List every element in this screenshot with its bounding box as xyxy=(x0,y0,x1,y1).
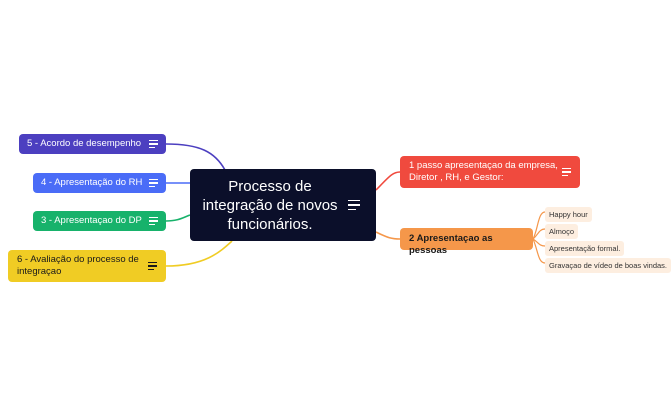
topic-apresentacao-rh[interactable]: 4 - Apresentação do RH xyxy=(33,173,166,193)
connector-5 xyxy=(165,143,226,171)
topic-label: 4 - Apresentação do RH xyxy=(41,177,143,188)
subtopic-almoco[interactable]: Almoço xyxy=(545,224,579,239)
leaf-connector-4 xyxy=(532,238,546,264)
notes-icon[interactable] xyxy=(348,200,360,210)
topic-avaliacao-processo[interactable]: 6 - Avaliação do processo de integraçao xyxy=(8,250,166,282)
central-topic-label: Processo de integração de novos funcioná… xyxy=(202,178,338,233)
leaf-connector-3 xyxy=(532,238,546,247)
notes-icon[interactable] xyxy=(149,179,158,187)
notes-icon[interactable] xyxy=(562,168,571,176)
leaf-connector-2 xyxy=(532,228,546,240)
subtopic-happy-hour[interactable]: Happy hour xyxy=(545,207,592,222)
subtopic-gravacao-video[interactable]: Gravaçao de vídeo de boas vindas. xyxy=(545,258,671,273)
topic-acordo-desempenho[interactable]: 5 - Acordo de desempenho xyxy=(19,134,166,154)
topic-apresentacao-pessoas[interactable]: 2 Apresentaçao as pessoas xyxy=(400,228,533,256)
subtopic-apresentacao-formal[interactable]: Apresentação formal. xyxy=(545,241,625,256)
notes-icon[interactable] xyxy=(149,140,158,148)
topic-apresentacao-dp[interactable]: 3 - Apresentaçao do DP xyxy=(33,211,166,231)
topic-apresentacao-empresa[interactable]: 1 passo apresentaçao da empresa, Diretor… xyxy=(400,156,580,188)
topic-label: 3 - Apresentaçao do DP xyxy=(41,215,142,226)
topic-label: 2 Apresentaçao as pessoas xyxy=(409,233,493,256)
notes-icon[interactable] xyxy=(148,262,157,270)
leaf-connector-1 xyxy=(532,211,546,240)
topic-label: 1 passo apresentaçao da empresa, Diretor… xyxy=(409,160,558,183)
connector-6 xyxy=(165,240,233,267)
connector-2 xyxy=(375,231,401,240)
connector-1 xyxy=(375,171,401,191)
notes-icon[interactable] xyxy=(149,217,158,225)
central-topic[interactable]: Processo de integração de novos funcioná… xyxy=(190,169,376,241)
topic-label: 5 - Acordo de desempenho xyxy=(27,138,142,149)
connector-3 xyxy=(165,214,191,222)
topic-label: 6 - Avaliação do processo de integraçao xyxy=(17,254,139,277)
